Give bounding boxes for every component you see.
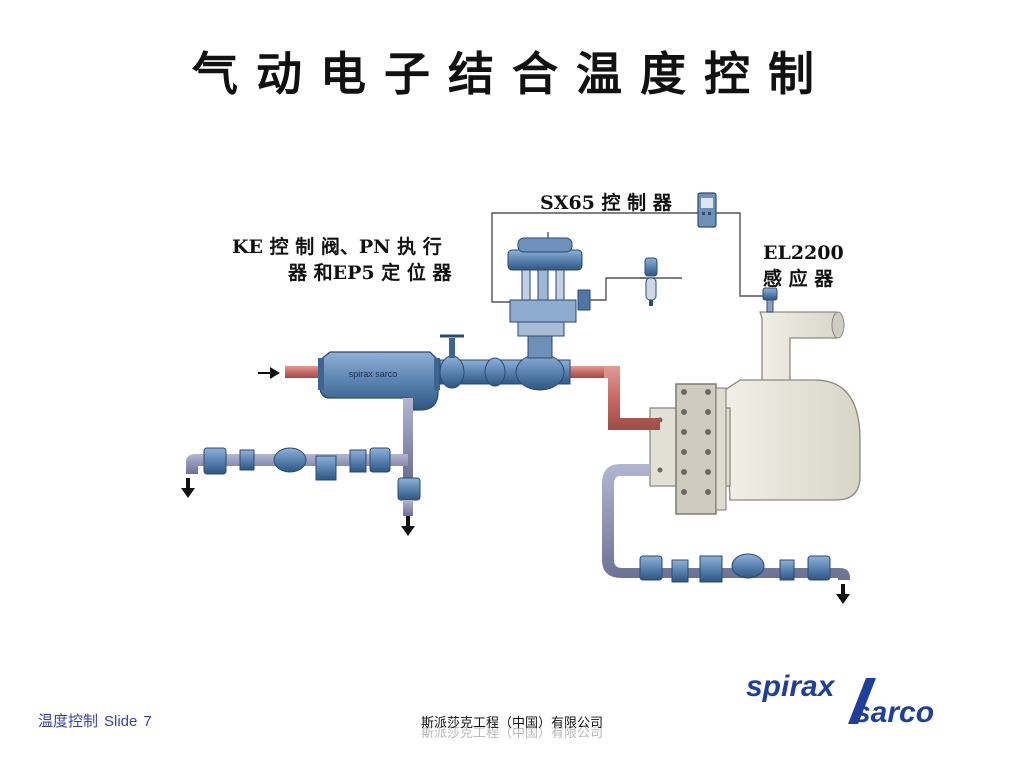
el2200-sensor-icon [762, 287, 778, 313]
left-trap-set [186, 447, 408, 481]
footer-slide-number: 7 [143, 713, 152, 730]
air-filter-regulator-icon [640, 257, 682, 306]
inlet-arrow-icon [258, 367, 280, 379]
valve-label-line1: KE 控 制 阀、PN 执 行 [232, 236, 442, 258]
logo-line1: spirax [746, 670, 836, 703]
strainer-drain-pipe [397, 398, 421, 516]
sensor-label-line2: 感 应 器 [763, 268, 834, 290]
slide-footer: 温度控制 Slide 7 [38, 710, 158, 731]
drain-arrow-icon [401, 516, 415, 536]
logo-slash-icon [848, 678, 876, 724]
footer-company: 斯派莎克工程（中国）有限公司 [420, 715, 603, 730]
valve-label-line2: 器 和EP5 定 位 器 [288, 262, 452, 284]
controller-label: SX65 控 制 器 [540, 192, 672, 214]
steam-supply-pipe [285, 366, 660, 430]
right-drain-arrow-icon [836, 584, 850, 604]
storage-tank [649, 311, 861, 515]
footer-slide-word: Slide [104, 713, 138, 730]
strainer: spirax sarco [318, 351, 440, 411]
spirax-sarco-logo: spirax sarco [746, 670, 934, 729]
strainer-branding: spirax sarco [349, 369, 398, 379]
sensor-label-line1: EL2200 [763, 242, 844, 264]
right-trap-set [602, 464, 850, 583]
control-valve-assembly [439, 237, 591, 391]
logo-line2: sarco [854, 696, 934, 729]
signal-lines [491, 212, 765, 303]
left-drain-arrow-icon [181, 478, 195, 498]
footer-company-shadow: 斯派莎克工程（中国）有限公司 [420, 725, 603, 740]
sx65-controller-icon [697, 192, 717, 228]
page-title: 气动电子结合温度控制 [192, 47, 832, 101]
footer-topic: 温度控制 [38, 713, 99, 730]
